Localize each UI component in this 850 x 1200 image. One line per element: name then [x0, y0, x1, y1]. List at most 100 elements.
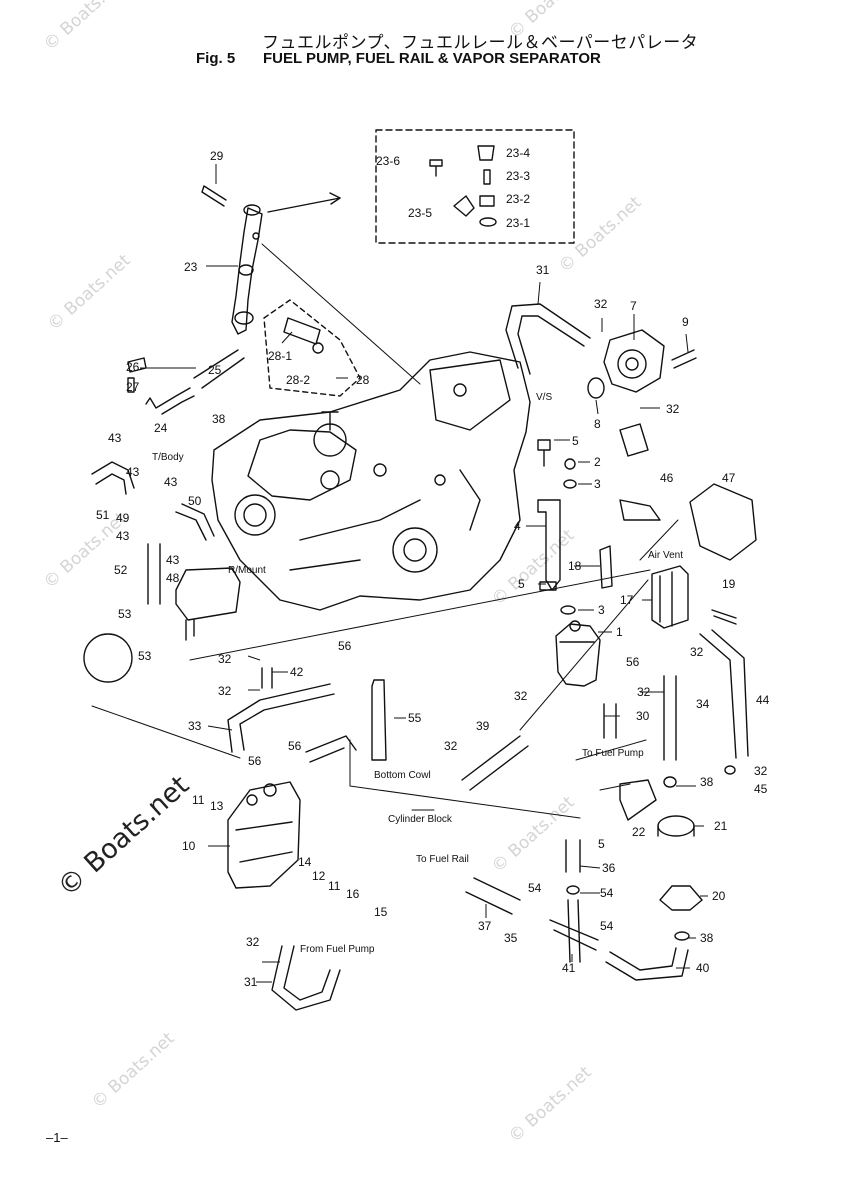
detail-box — [375, 129, 575, 244]
note-from-fuel-pump: From Fuel Pump — [300, 944, 375, 955]
valve-23-3 — [483, 169, 491, 185]
callout-42: 42 — [290, 665, 304, 679]
callout-23-1: 23-1 — [506, 216, 530, 230]
damper-20 — [659, 885, 703, 911]
note-rmount: R/Mount — [228, 565, 266, 576]
callout-25: 25 — [208, 363, 222, 377]
callout-16: 16 — [346, 887, 360, 901]
engine-block — [211, 351, 531, 611]
screw-23-6 — [429, 159, 443, 177]
callout-31: 31 — [536, 263, 550, 277]
callout-43: 43 — [164, 475, 178, 489]
callout-54: 54 — [528, 881, 542, 895]
callout-32: 32 — [218, 684, 232, 698]
page-number: –1– — [46, 1130, 68, 1145]
callout-36: 36 — [602, 861, 616, 875]
callout-46: 46 — [660, 471, 674, 485]
body-23-2 — [479, 195, 495, 207]
hose-37 — [465, 877, 521, 915]
oring-23-1 — [479, 217, 497, 227]
cap-23-4 — [477, 145, 495, 161]
callout-22: 22 — [632, 825, 646, 839]
callout-50: 50 — [188, 494, 202, 508]
fuel-rail — [231, 204, 263, 335]
leader-arrow — [267, 197, 341, 213]
callout-51: 51 — [96, 508, 110, 522]
callout-24: 24 — [154, 421, 168, 435]
callout-54: 54 — [600, 919, 614, 933]
callout-32: 32 — [637, 685, 651, 699]
callout-31: 31 — [244, 975, 258, 989]
callout-30: 30 — [636, 709, 650, 723]
note-cylinder-block: Cylinder Block — [388, 814, 453, 825]
hose-50 — [175, 503, 215, 541]
hose-40 — [605, 947, 689, 981]
callout-35: 35 — [504, 931, 518, 945]
callout-11: 11 — [192, 793, 205, 807]
hose-55 — [371, 679, 387, 761]
bolt-19 — [711, 609, 737, 625]
callout-32: 32 — [218, 652, 232, 666]
callout-13: 13 — [210, 799, 224, 813]
callout-38: 38 — [212, 412, 226, 426]
callout-23: 23 — [184, 260, 198, 274]
bracket-4 — [537, 499, 561, 591]
joint-41 — [549, 899, 599, 963]
fuel-injector — [283, 317, 324, 354]
callout-41: 41 — [562, 961, 576, 975]
fuel-pump — [603, 329, 665, 393]
hose-34 — [663, 675, 677, 761]
callout-33: 33 — [188, 719, 202, 733]
callout-37: 37 — [478, 919, 492, 933]
callout-54: 54 — [600, 886, 614, 900]
fuel-filter — [555, 620, 601, 687]
callout-38: 38 — [700, 775, 714, 789]
bracket-22 — [619, 779, 657, 821]
callout-19: 19 — [722, 577, 736, 591]
clip-23-5 — [453, 195, 475, 217]
callout-55: 55 — [408, 711, 422, 725]
note-vs: V/S — [536, 392, 552, 403]
callout-49: 49 — [116, 511, 130, 525]
page-title-japanese: フュエルポンプ、フュエルレール＆ベーパーセパレータ — [262, 33, 699, 53]
page-title: FUEL PUMP, FUEL RAIL & VAPOR SEPARATOR — [263, 50, 601, 67]
callout-32: 32 — [754, 764, 768, 778]
callout-28: 28 — [356, 373, 370, 387]
hose-39 — [461, 735, 529, 791]
callout-26: 26 — [126, 360, 140, 374]
hose-36 — [565, 839, 581, 873]
callout-15: 15 — [374, 905, 388, 919]
callout-56: 56 — [626, 655, 640, 669]
callout-43: 43 — [108, 431, 122, 445]
clip-18 — [599, 545, 613, 589]
callout-29: 29 — [210, 149, 224, 163]
callout-12: 12 — [312, 869, 326, 883]
callout-14: 14 — [298, 855, 312, 869]
tank-48 — [175, 567, 241, 621]
callout-56: 56 — [248, 754, 262, 768]
fitting-9 — [671, 349, 697, 369]
callout-38: 38 — [700, 931, 714, 945]
callout-18: 18 — [568, 559, 582, 573]
callout-45: 45 — [754, 782, 768, 796]
callout-32: 32 — [594, 297, 608, 311]
callout-23-5: 23-5 — [408, 206, 432, 220]
hose-25 — [193, 349, 245, 389]
note-bottom-cowl: Bottom Cowl — [374, 770, 431, 781]
callout-34: 34 — [696, 697, 710, 711]
callout-11: 11 — [328, 879, 341, 893]
callout-23-4: 23-4 — [506, 146, 530, 160]
note-to-fuel-pump: To Fuel Pump — [582, 748, 644, 759]
callout-32: 32 — [246, 935, 260, 949]
callout-3: 3 — [598, 603, 605, 617]
clip-46 — [619, 499, 661, 521]
detail-circle — [83, 633, 133, 683]
hose-segment — [619, 423, 649, 457]
callout-43: 43 — [126, 465, 140, 479]
hose-42 — [261, 667, 273, 689]
callout-32: 32 — [690, 645, 704, 659]
callout-23-2: 23-2 — [506, 192, 530, 206]
note-tbody: T/Body — [152, 452, 184, 463]
injector-detail-outline — [263, 299, 361, 397]
callout-5: 5 — [572, 434, 579, 448]
